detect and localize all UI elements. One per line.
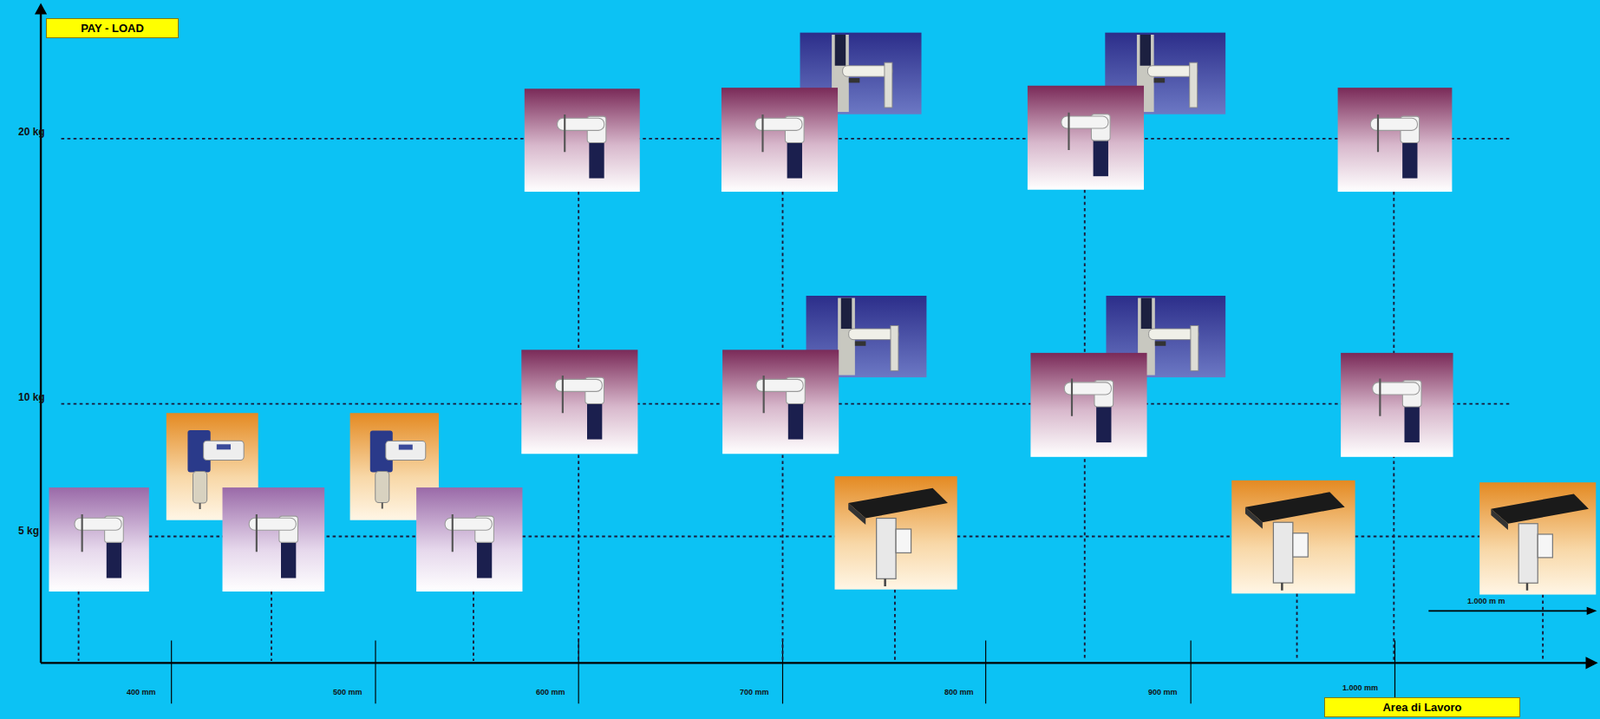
robot-pictures bbox=[48, 32, 1596, 595]
reach-value: 500 mm bbox=[333, 688, 363, 697]
axes bbox=[34, 3, 1599, 670]
payload-value: 10 kg bbox=[18, 391, 46, 403]
reach-value: 600 mm bbox=[535, 688, 566, 697]
reach-value: 1.000 m m bbox=[1467, 597, 1506, 606]
reach-value: 1.000 mm bbox=[1342, 684, 1378, 693]
payload-value: 5 kg bbox=[18, 525, 40, 536]
reach-value: 400 mm bbox=[126, 688, 157, 697]
grid-lines bbox=[57, 138, 1543, 661]
axis-title-box: Area di Lavoro bbox=[1324, 697, 1521, 718]
ticks bbox=[171, 640, 1396, 704]
reach-value: 700 mm bbox=[739, 688, 770, 697]
reach-value: 900 mm bbox=[1148, 688, 1178, 697]
axis-title-box: PAY - LOAD bbox=[45, 18, 179, 39]
reach-value: 800 mm bbox=[944, 688, 974, 697]
payload-value: 20 kg bbox=[18, 126, 46, 138]
axis-title: PAY - LOAD bbox=[80, 21, 144, 35]
axis-title: Area di Lavoro bbox=[1382, 700, 1462, 714]
